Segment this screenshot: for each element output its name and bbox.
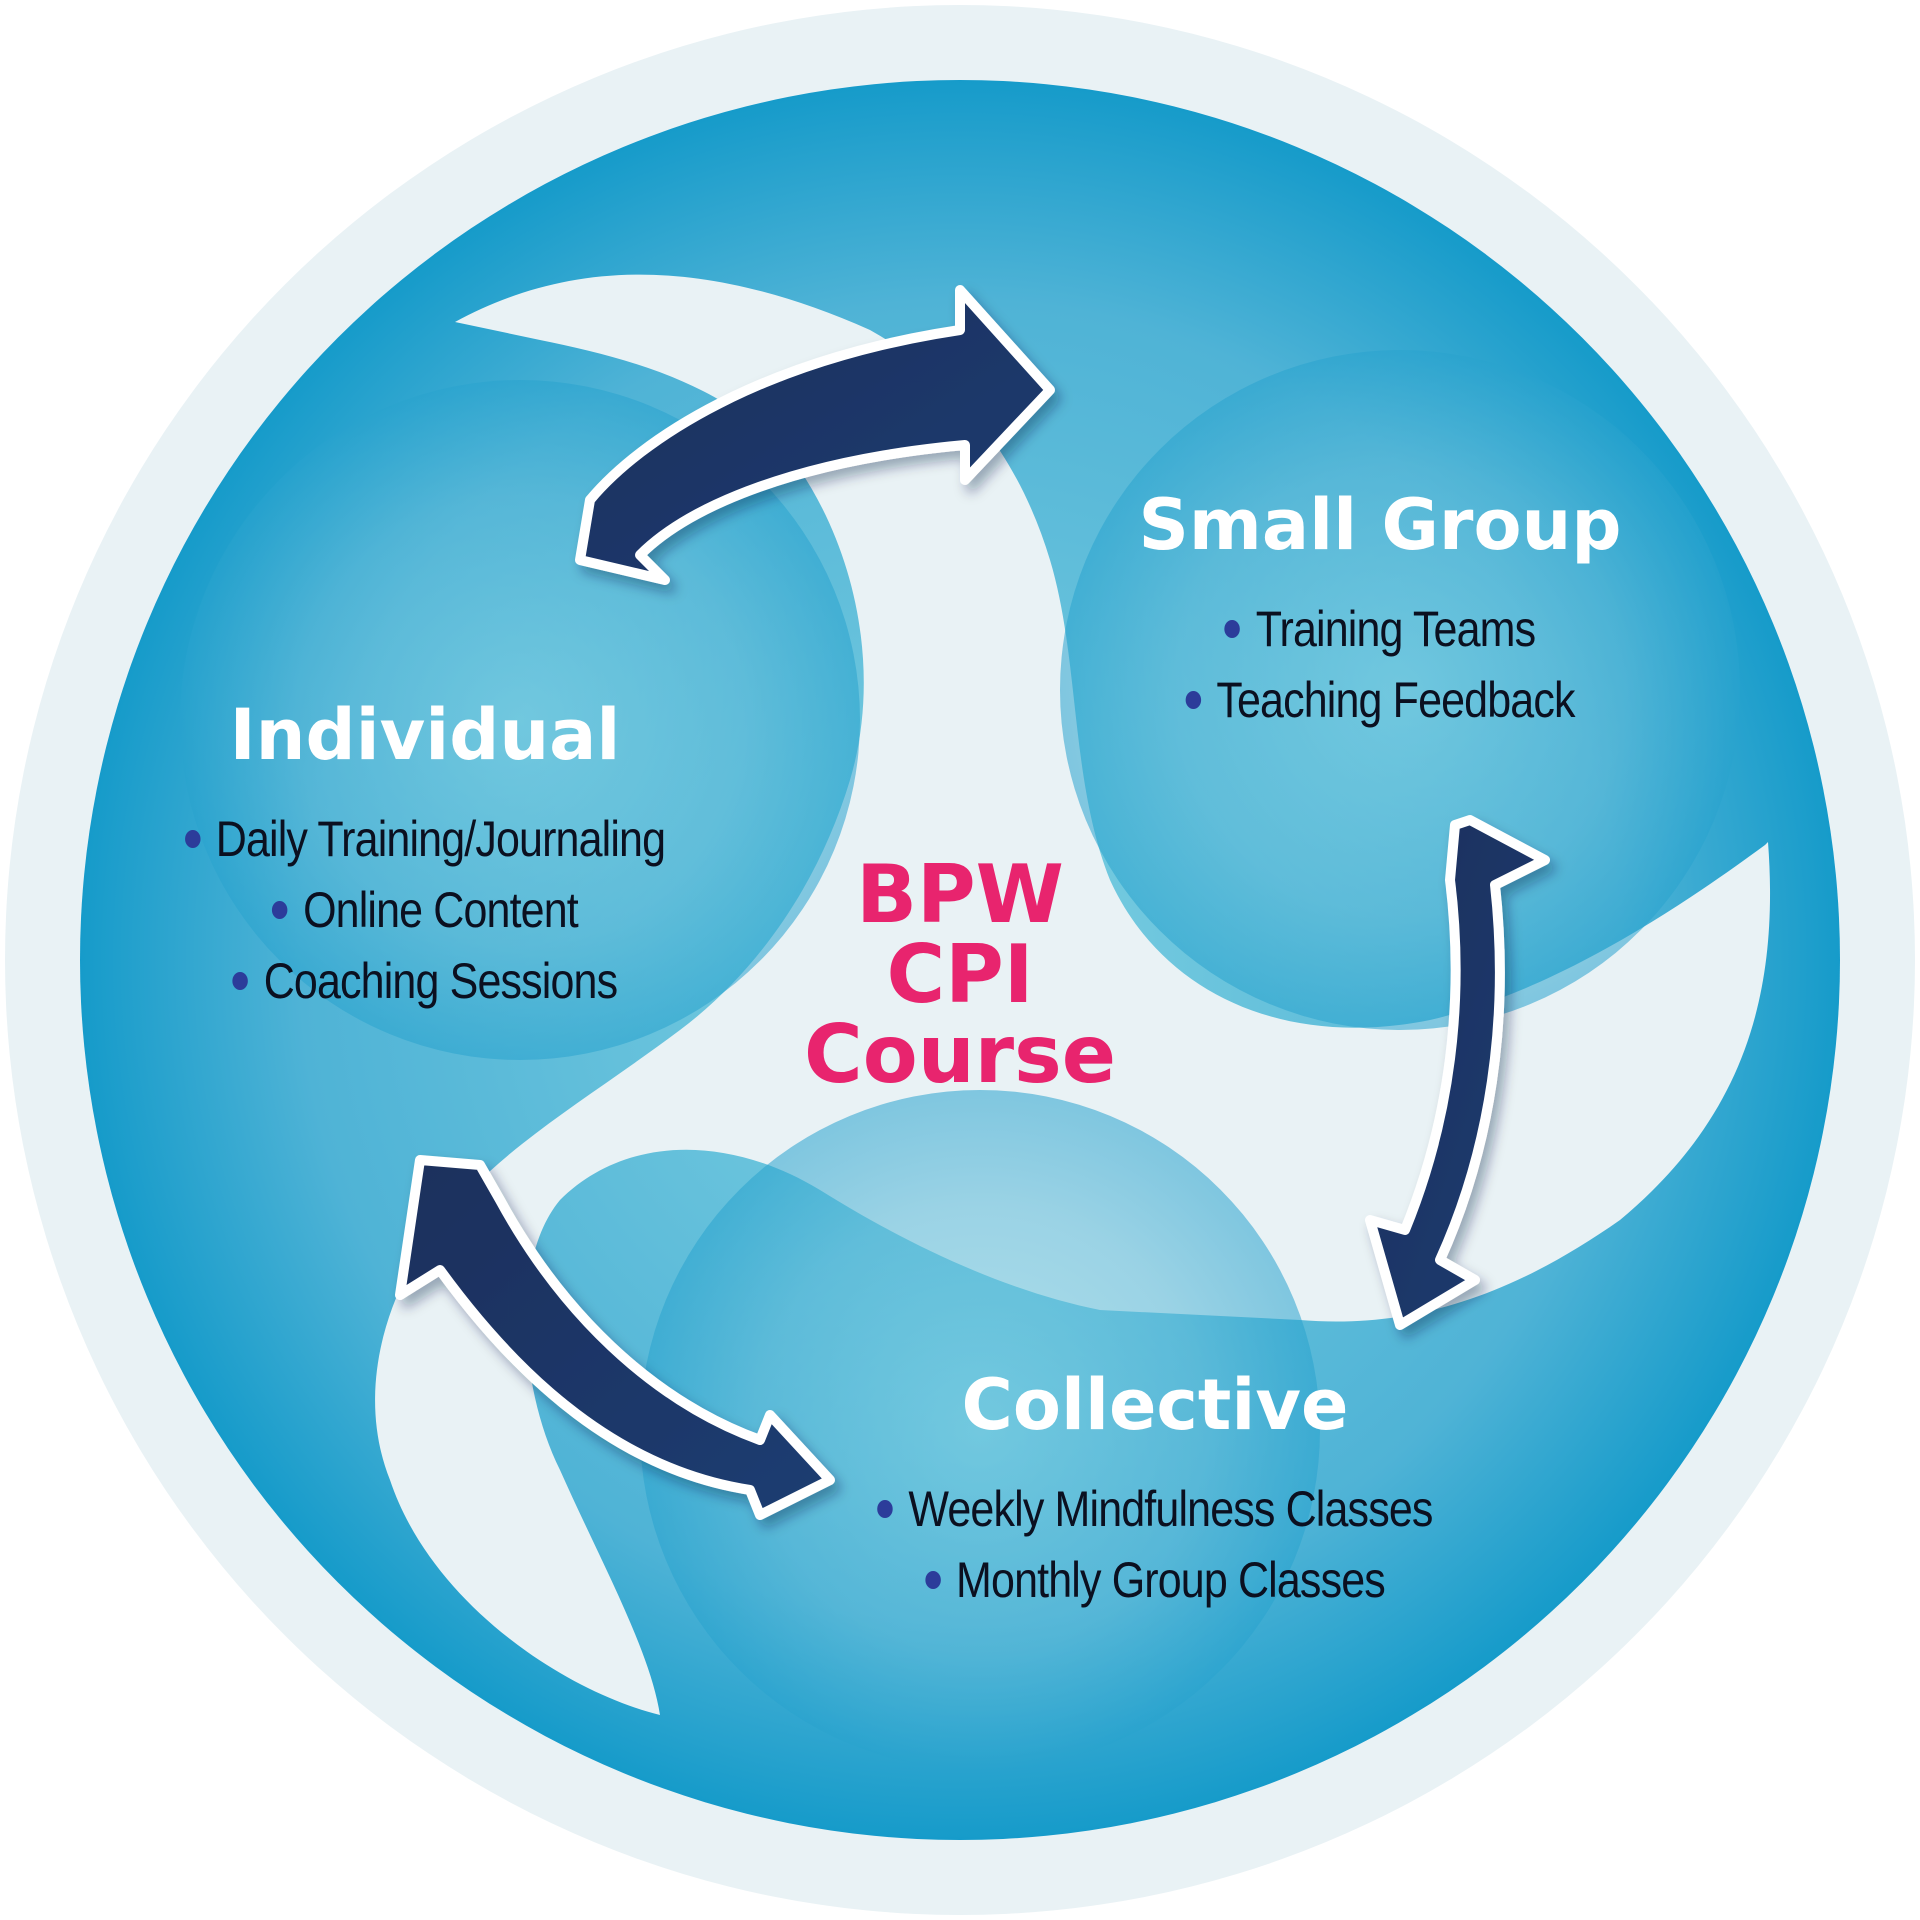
group-title: Individual — [229, 694, 621, 776]
center-title-line: BPW — [856, 848, 1064, 941]
group-title: Collective — [961, 1364, 1349, 1446]
bullet-icon — [232, 971, 249, 990]
list-item: Training Teams — [1113, 594, 1646, 665]
list-item: Daily Training/Journaling — [163, 804, 688, 875]
list-item: Online Content — [163, 875, 688, 946]
lobe-small-group — [1060, 350, 1740, 1030]
list-item: Coaching Sessions — [163, 946, 688, 1017]
bullet-icon — [184, 829, 201, 848]
list-item-label: Training Teams — [1255, 601, 1536, 657]
list-item-label: Coaching Sessions — [263, 953, 618, 1009]
group-items: Daily Training/Journaling Online Content… — [120, 804, 730, 1017]
list-item: Teaching Feedback — [1113, 665, 1646, 736]
group-collective: Collective Weekly Mindfulness Classes Mo… — [800, 1370, 1510, 1616]
list-item-label: Weekly Mindfulness Classes — [908, 1481, 1433, 1537]
bullet-icon — [877, 1499, 893, 1518]
lobe-collective — [640, 1090, 1320, 1770]
group-small-group: Small Group Training Teams Teaching Feed… — [1070, 490, 1690, 736]
list-item: Weekly Mindfulness Classes — [850, 1474, 1461, 1545]
bullet-icon — [1224, 619, 1241, 638]
center-title-line: CPI — [886, 928, 1034, 1021]
bullet-icon — [925, 1570, 941, 1589]
group-individual: Individual Daily Training/Journaling Onl… — [120, 700, 730, 1017]
swirl-channels — [375, 274, 1771, 1716]
list-item-label: Daily Training/Journaling — [215, 811, 666, 867]
center-title-line: Course — [804, 1008, 1116, 1101]
group-items: Training Teams Teaching Feedback — [1070, 594, 1690, 736]
bullet-icon — [272, 900, 288, 919]
list-item: Monthly Group Classes — [850, 1545, 1461, 1616]
list-item-label: Teaching Feedback — [1216, 672, 1575, 728]
double-arrow-icon — [395, 285, 1550, 1520]
list-item-label: Monthly Group Classes — [956, 1552, 1386, 1608]
group-items: Weekly Mindfulness Classes Monthly Group… — [800, 1474, 1510, 1616]
lobe-individual — [180, 380, 860, 1060]
list-item-label: Online Content — [303, 882, 579, 938]
bullet-icon — [1185, 690, 1201, 709]
group-title: Small Group — [1138, 484, 1622, 566]
center-title: BPW CPI Course — [730, 855, 1190, 1095]
